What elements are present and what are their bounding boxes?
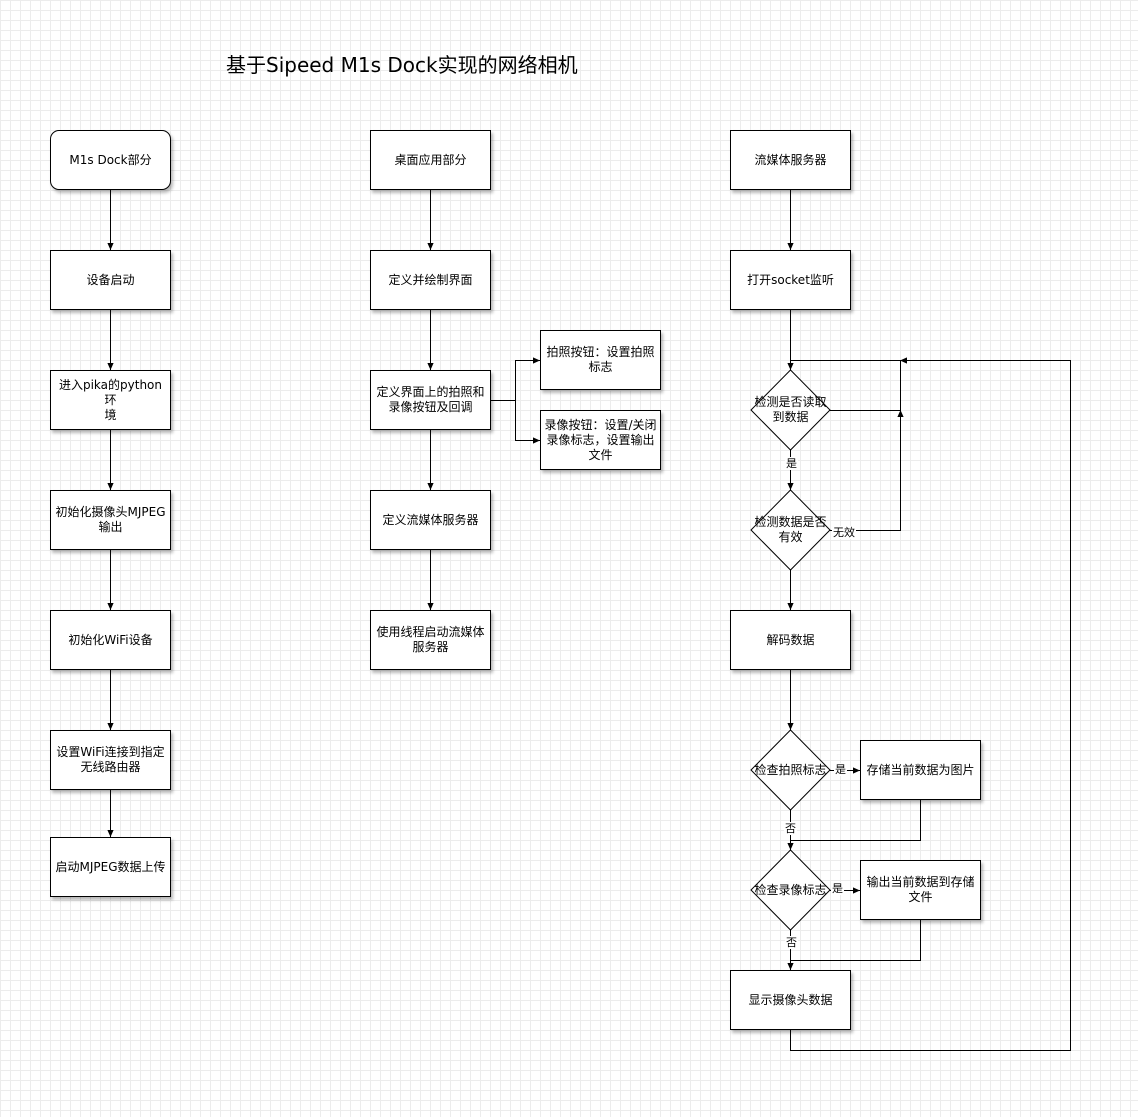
photo-button-branch: 拍照按钮：设置拍照 标志 — [540, 330, 661, 390]
step-connect-router: 设置WiFi连接到指定 无线路由器 — [50, 730, 171, 790]
step-display-camera: 显示摄像头数据 — [730, 970, 851, 1030]
step-init-wifi: 初始化WiFi设备 — [50, 610, 171, 670]
step-start-mjpeg-upload: 启动MJPEG数据上传 — [50, 837, 171, 897]
step-define-buttons-callbacks: 定义界面上的拍照和 录像按钮及回调 — [370, 370, 491, 430]
decision-data-read: 检测是否读取 到数据 — [754, 395, 827, 424]
diagram-title: 基于Sipeed M1s Dock实现的网络相机 — [226, 53, 578, 77]
edge-label-invalid: 无效 — [832, 526, 856, 539]
step-decode-data: 解码数据 — [730, 610, 851, 670]
decision-valid-shape — [750, 489, 831, 571]
edge-label-photo-no: 否 — [784, 822, 797, 835]
step-save-record: 输出当前数据到存储 文件 — [860, 860, 981, 920]
stream-server-header: 流媒体服务器 — [730, 130, 851, 190]
decision-read-shape — [750, 369, 831, 451]
edge-label-record-yes: 是 — [831, 882, 844, 895]
step-open-socket: 打开socket监听 — [730, 250, 851, 310]
step-init-camera-mjpeg: 初始化摄像头MJPEG 输出 — [50, 490, 171, 550]
step-enter-pika-python: 进入pika的python环 境 — [50, 370, 171, 430]
step-define-draw-ui: 定义并绘制界面 — [370, 250, 491, 310]
record-button-branch: 录像按钮：设置/关闭 录像标志，设置输出 文件 — [540, 410, 661, 470]
step-define-stream-server: 定义流媒体服务器 — [370, 490, 491, 550]
m1s-dock-header: M1s Dock部分 — [50, 130, 171, 190]
edge-label-record-no: 否 — [785, 936, 798, 949]
step-thread-start-server: 使用线程启动流媒体 服务器 — [370, 610, 491, 670]
decision-data-valid: 检测数据是否 有效 — [754, 515, 827, 544]
decision-record-flag: 检查录像标志 — [754, 882, 827, 897]
step-device-boot: 设备启动 — [50, 250, 171, 310]
decision-photo-flag: 检查拍照标志 — [754, 762, 827, 777]
desktop-app-header: 桌面应用部分 — [370, 130, 491, 190]
edge-label-read-yes: 是 — [785, 457, 798, 470]
step-save-photo: 存储当前数据为图片 — [860, 740, 981, 800]
edge-label-photo-yes: 是 — [834, 763, 847, 776]
decision-record-shape — [750, 849, 831, 931]
decision-photo-shape — [750, 729, 831, 811]
